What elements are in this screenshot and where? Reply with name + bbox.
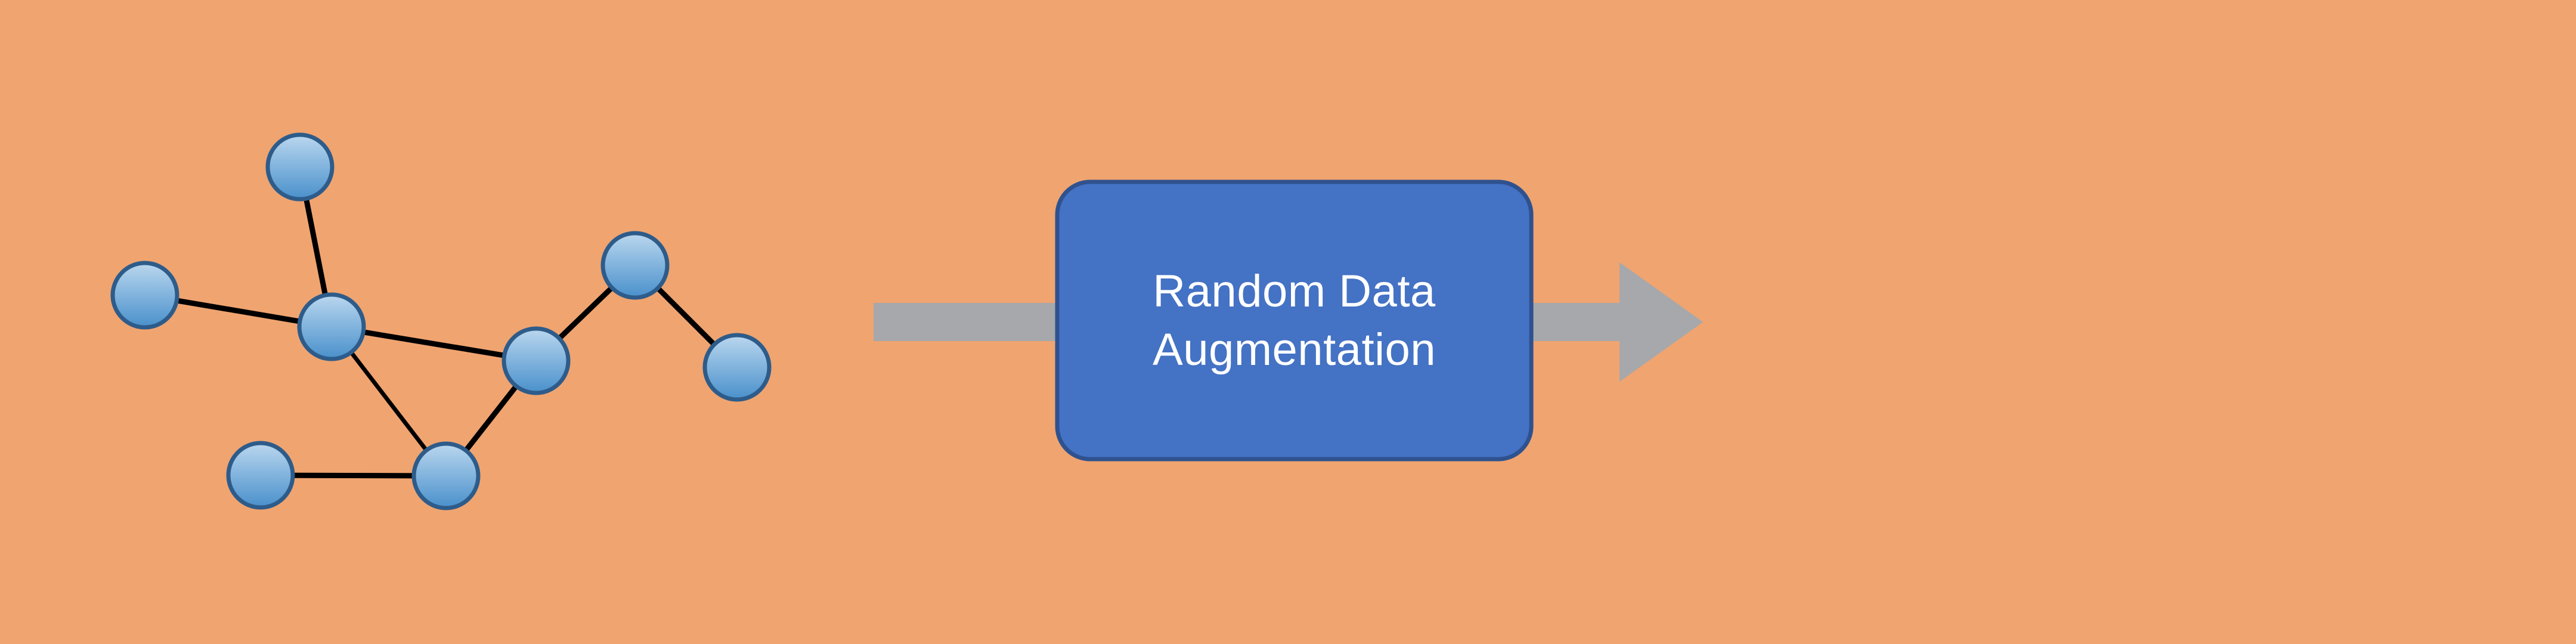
graph-node[interactable]: [110, 261, 179, 330]
graph-node[interactable]: [702, 333, 772, 402]
process-box-group[interactable]: [1055, 179, 1534, 462]
process-box-shape[interactable]: [1055, 179, 1534, 462]
graph-node[interactable]: [600, 231, 670, 300]
graph-node[interactable]: [297, 292, 366, 361]
graph-node[interactable]: [226, 441, 295, 510]
graph-nodes-group: [110, 132, 772, 510]
graph-node[interactable]: [501, 326, 571, 395]
graph-edges-group: [144, 166, 739, 479]
graph-node[interactable]: [265, 132, 335, 202]
graph-edge: [331, 324, 537, 364]
graph-node[interactable]: [411, 441, 481, 510]
